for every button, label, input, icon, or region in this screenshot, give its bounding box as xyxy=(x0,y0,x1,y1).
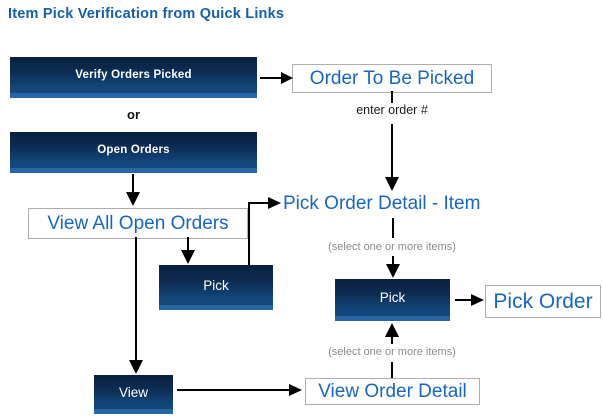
arrow-pick-to-pick-order-detail-elbow xyxy=(248,197,281,265)
view-button[interactable]: View xyxy=(94,375,173,414)
select-items-annotation-top: (select one or more items) xyxy=(328,241,456,253)
order-to-be-picked-screen: Order To Be Picked xyxy=(292,64,492,93)
arrow-view-all-to-view xyxy=(129,237,143,374)
pick-button-left-label: Pick xyxy=(203,277,229,293)
view-order-detail-label: View Order Detail xyxy=(318,380,467,402)
arrow-pick-right-to-pick-order xyxy=(455,294,484,306)
pick-button-right-label: Pick xyxy=(379,290,406,305)
select-items-annotation-bottom: (select one or more items) xyxy=(328,346,456,358)
page-title: Item Pick Verification from Quick Links xyxy=(8,6,285,22)
pick-button-right[interactable]: Pick xyxy=(335,279,450,321)
arrow-view-to-view-order-detail xyxy=(177,384,302,396)
arrow-open-orders-to-view-all xyxy=(126,174,140,206)
pick-button-left[interactable]: Pick xyxy=(159,265,273,310)
or-label: or xyxy=(127,107,140,122)
view-order-detail-screen: View Order Detail xyxy=(305,378,480,405)
pick-order-label: Pick Order xyxy=(493,289,593,313)
verify-orders-picked-label: Verify Orders Picked xyxy=(75,69,192,81)
enter-order-number-annotation: enter order # xyxy=(356,103,428,117)
view-all-open-orders-label: View All Open Orders xyxy=(47,212,229,234)
open-orders-button[interactable]: Open Orders xyxy=(10,132,257,173)
order-to-be-picked-label: Order To Be Picked xyxy=(309,67,475,89)
view-button-label: View xyxy=(118,384,149,400)
arrow-view-all-to-pick xyxy=(181,237,195,264)
open-orders-label: Open Orders xyxy=(97,144,170,156)
verify-orders-picked-button[interactable]: Verify Orders Picked xyxy=(10,57,257,98)
view-all-open-orders-screen: View All Open Orders xyxy=(28,208,248,239)
pick-order-detail-item-screen: Pick Order Detail - Item xyxy=(283,193,481,214)
arrow-verify-to-order-to-be-picked xyxy=(260,72,293,84)
pick-order-screen: Pick Order xyxy=(485,285,601,318)
